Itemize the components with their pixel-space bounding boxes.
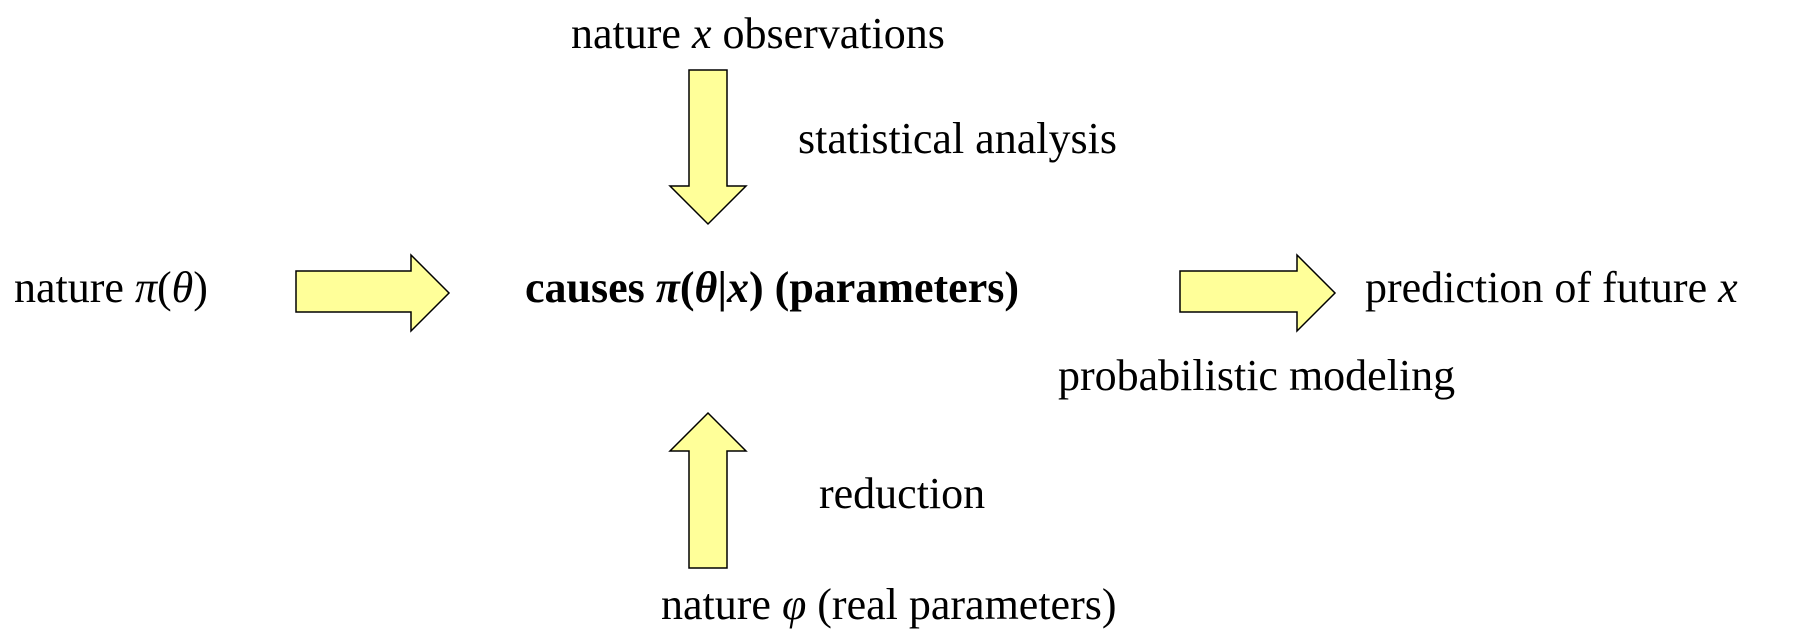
node-top-var: x [691,9,712,58]
edge-label-reduction: reduction [819,469,986,518]
node-left-prefix: nature [14,263,135,312]
node-top-prefix: nature [571,9,692,58]
node-bottom-prefix: nature [661,580,782,629]
arrow-right-probabilistic-modeling [1179,253,1337,333]
node-center-suffix: (parameters) [763,263,1019,312]
node-left-theta: θ [171,263,194,312]
node-left-close: ) [193,263,208,312]
node-center-theta: θ [694,263,718,312]
node-bottom-var: φ [781,580,807,629]
arrow-down-statistical-analysis [668,69,748,226]
node-nature-x-observations: nature x observations [571,12,945,56]
node-center-x: x [727,263,750,312]
node-top-suffix: observations [711,9,945,58]
node-right-var: x [1718,263,1738,312]
edge-label-statistical-analysis: statistical analysis [798,114,1117,163]
node-bottom-suffix: (real parameters) [806,580,1117,629]
node-center-bar: | [717,263,728,312]
node-causes-posterior: causes π(θ|x) (parameters) [525,266,1019,310]
node-center-open: ( [679,263,695,312]
node-prediction-future-x: prediction of future x [1365,266,1738,310]
node-nature-phi-real-parameters: nature φ (real parameters) [661,583,1117,627]
node-right-text: prediction of future [1365,263,1719,312]
node-left-open: ( [156,263,172,312]
node-center-prefix: causes [525,263,656,312]
node-center-pi: π [655,263,680,312]
arrow-right-prior [295,253,451,333]
arrow-up-reduction [668,411,748,569]
edge-label-probabilistic-modeling: probabilistic modeling [1058,351,1456,400]
node-nature-prior: nature π(θ) [14,266,208,310]
node-left-pi: π [134,263,157,312]
node-center-close: ) [749,263,764,312]
